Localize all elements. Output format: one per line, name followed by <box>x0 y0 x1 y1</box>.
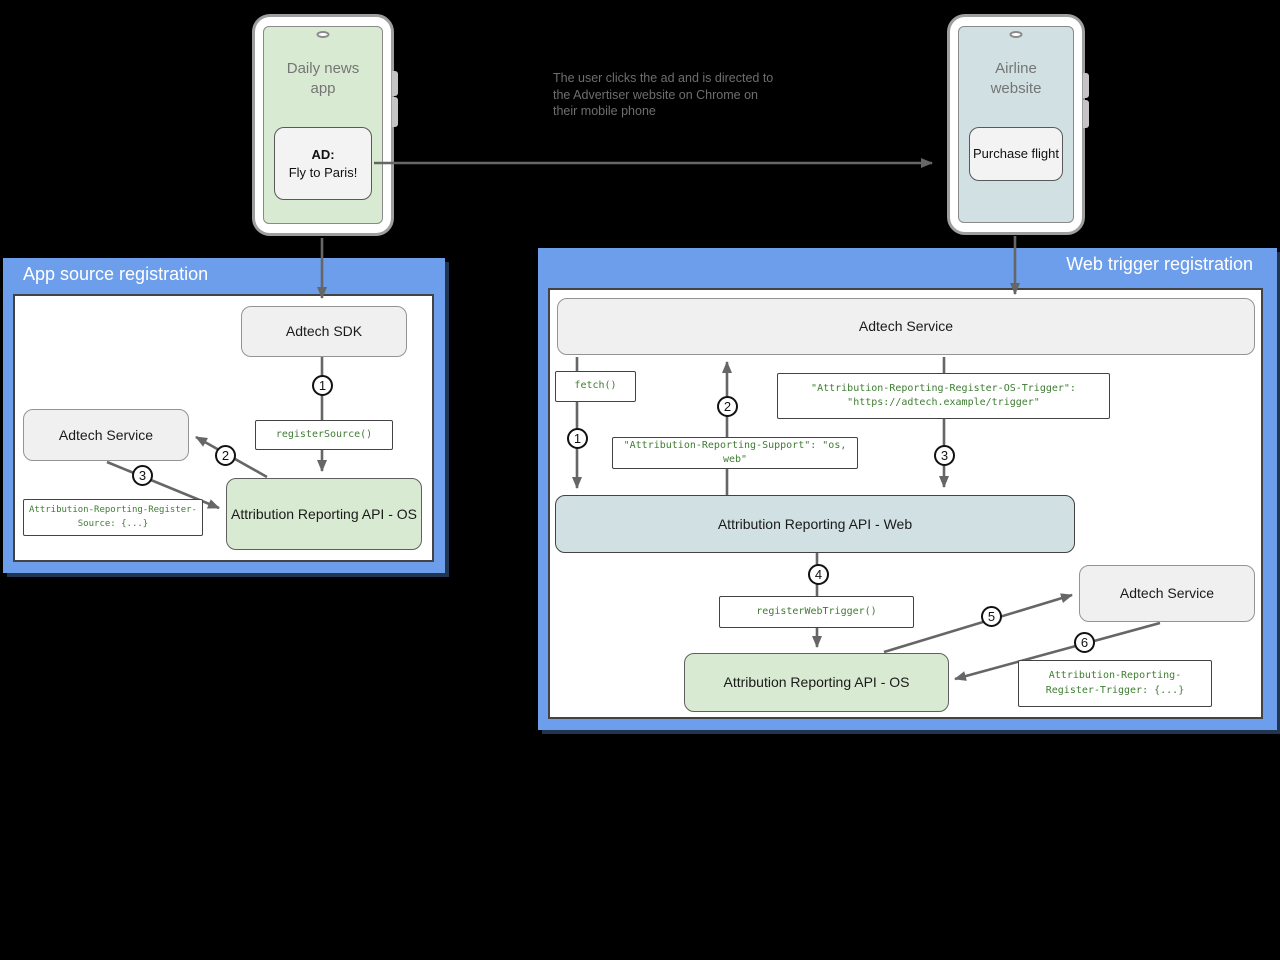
step-3-badge: 3 <box>934 445 955 466</box>
step-2-badge: 2 <box>717 396 738 417</box>
node-label: Adtech Service <box>58 426 154 443</box>
node-attribution-api-os: Attribution Reporting API - OS <box>226 478 422 550</box>
ad-card[interactable]: AD: Fly to Paris! <box>274 127 372 200</box>
caption-line: The user clicks the ad and is directed t… <box>553 71 774 85</box>
caption-line: the Advertiser website on Chrome on <box>553 87 758 102</box>
app-title: Daily news app <box>286 60 360 97</box>
purchase-flight-label: Purchase flight <box>973 146 1059 162</box>
step-1-badge: 1 <box>567 428 588 449</box>
code-text: registerWebTrigger() <box>756 605 877 617</box>
code-text: "https://adtech.example/trigger" <box>847 397 1040 408</box>
airline-screen: Airline website Purchase flight <box>958 26 1074 223</box>
step-number: 2 <box>723 399 732 414</box>
node-label: Adtech SDK <box>285 323 363 340</box>
camera-icon <box>316 31 330 38</box>
site-title: Airline website <box>990 60 1042 97</box>
code-register-source: registerSource() <box>255 420 393 450</box>
ad-label: AD: <box>311 146 335 162</box>
step-2-badge: 2 <box>215 445 236 466</box>
code-text: Source: {...} <box>77 518 149 529</box>
daily-news-screen: Daily news app AD: Fly to Paris! <box>263 26 383 224</box>
node-label: Attribution Reporting API - OS <box>723 674 910 691</box>
step-number: 5 <box>987 609 996 624</box>
purchase-flight-button[interactable]: Purchase flight <box>969 127 1063 181</box>
code-os-trigger-header: "Attribution-Reporting-Register-OS-Trigg… <box>777 373 1110 419</box>
node-adtech-service-top: Adtech Service <box>557 298 1255 355</box>
code-register-web-trigger: registerWebTrigger() <box>719 596 914 628</box>
node-label: Adtech Service <box>858 318 954 335</box>
step-number: 4 <box>814 567 823 582</box>
step-number: 2 <box>221 448 230 463</box>
web-panel-title: Web trigger registration <box>1066 254 1253 274</box>
code-support-header: "Attribution-Reporting-Support": "os, we… <box>612 437 858 469</box>
code-text: Attribution-Reporting- <box>1048 670 1182 681</box>
node-attribution-api-os-web-panel: Attribution Reporting API - OS <box>684 653 949 712</box>
volume-button <box>392 97 398 127</box>
caption-line: their mobile phone <box>553 104 656 118</box>
phone-airline: Airline website Purchase flight <box>947 14 1089 235</box>
step-number: 1 <box>573 431 582 446</box>
node-adtech-service: Adtech Service <box>23 409 189 461</box>
code-text: fetch() <box>574 380 617 392</box>
code-register-source-header: Attribution-Reporting-Register- Source: … <box>23 499 203 536</box>
code-text: "Attribution-Reporting-Support": "os, we… <box>623 439 847 466</box>
step-3-badge: 3 <box>132 465 153 486</box>
step-number: 3 <box>940 448 949 463</box>
step-1-badge: 1 <box>312 375 333 396</box>
power-button <box>1083 73 1089 98</box>
code-text: Register-Trigger: {...} <box>1045 684 1185 696</box>
user-flow-caption: The user clicks the ad and is directed t… <box>553 70 803 120</box>
code-text: Attribution-Reporting-Register- <box>29 505 197 516</box>
code-fetch: fetch() <box>555 371 636 402</box>
volume-button <box>1083 100 1089 128</box>
app-panel-title: App source registration <box>23 264 209 284</box>
camera-icon <box>1009 31 1023 38</box>
code-register-trigger-header: Attribution-Reporting- Register-Trigger:… <box>1018 660 1212 707</box>
step-number: 6 <box>1080 635 1089 650</box>
step-number: 3 <box>138 468 147 483</box>
node-adtech-sdk: Adtech SDK <box>241 306 407 357</box>
node-adtech-service-right: Adtech Service <box>1079 565 1255 622</box>
node-label: Attribution Reporting API - OS <box>231 505 417 522</box>
phone-daily-news: Daily news app AD: Fly to Paris! <box>252 14 398 236</box>
node-label: Adtech Service <box>1119 585 1215 602</box>
step-5-badge: 5 <box>981 606 1002 627</box>
node-attribution-api-web: Attribution Reporting API - Web <box>555 495 1075 553</box>
step-number: 1 <box>318 378 327 393</box>
power-button <box>392 71 398 96</box>
ad-text: Fly to Paris! <box>288 164 358 180</box>
code-text: "Attribution-Reporting-Register-OS-Trigg… <box>811 382 1076 394</box>
step-6-badge: 6 <box>1074 632 1095 653</box>
code-text: registerSource() <box>275 428 373 440</box>
node-label: Attribution Reporting API - Web <box>717 515 913 532</box>
step-4-badge: 4 <box>808 564 829 585</box>
